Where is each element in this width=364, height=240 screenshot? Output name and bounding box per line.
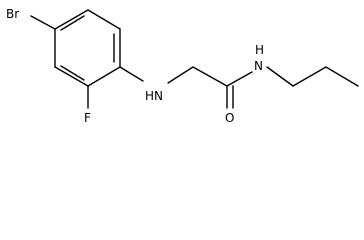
ring-bond-3 [87, 66, 121, 87]
ch2-carbonyl-bond [192, 66, 228, 87]
amide-n-label: N [254, 59, 263, 73]
fluorine-label: F [84, 111, 91, 125]
c-br-bond [30, 15, 56, 30]
propyl-bond-2 [292, 66, 327, 87]
ring-bond-4 [54, 66, 89, 87]
ring-double-bond-2 [60, 65, 85, 81]
carbonyl-nh-bond [226, 71, 253, 87]
amine-nh-label: H​N [145, 89, 163, 103]
ring-double-bond-3 [60, 15, 85, 31]
ring-bond-6 [54, 9, 89, 30]
benzene-ring [54, 9, 121, 87]
n-propyl-bond-1 [266, 66, 294, 87]
ring-bond-1 [87, 9, 121, 30]
bromine-label: Br [6, 7, 19, 21]
amide-h-label: H [255, 43, 264, 57]
molecule-diagram: Br F H​N O N H [6, 7, 359, 125]
c-nh-bond [119, 66, 144, 82]
propyl-bond-3 [325, 66, 359, 87]
nh-ch2-bond [167, 66, 194, 84]
oxygen-label: O [225, 111, 234, 125]
